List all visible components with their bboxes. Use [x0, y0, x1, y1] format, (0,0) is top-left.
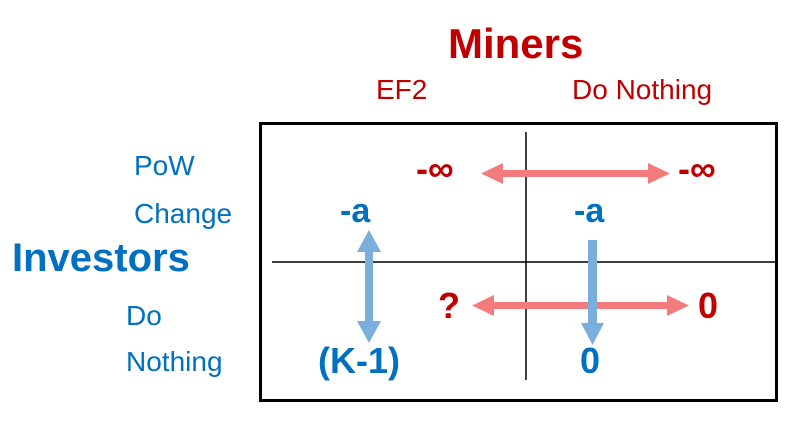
payoff-miner-nothing-nothing: 0 [698, 285, 719, 326]
payoff-investor-pow-nothing: -a [574, 192, 605, 230]
row-label-pow: PoW [134, 150, 195, 181]
column-label-do-nothing: Do Nothing [572, 74, 713, 105]
payoff-miner-nothing-ef2: ? [438, 285, 460, 326]
payoff-miner-pow-ef2: -∞ [416, 148, 454, 189]
blue-double-arrow-left [357, 230, 381, 343]
row-label-nothing: Nothing [126, 346, 223, 377]
row-label-do: Do [126, 300, 162, 331]
red-double-arrow-top [481, 163, 670, 184]
blue-down-arrow-right [581, 240, 604, 345]
payoff-investor-nothing-nothing: 0 [580, 340, 601, 381]
row-label-change: Change [134, 198, 233, 229]
investors-title: Investors [12, 236, 190, 280]
payoff-miner-pow-nothing: -∞ [678, 148, 716, 189]
column-label-ef2: EF2 [376, 74, 428, 105]
payoff-investor-pow-ef2: -a [340, 192, 371, 230]
miners-title: Miners [448, 20, 584, 67]
payoff-investor-nothing-ef2: (K-1) [318, 340, 400, 381]
red-double-arrow-bottom [472, 295, 689, 316]
